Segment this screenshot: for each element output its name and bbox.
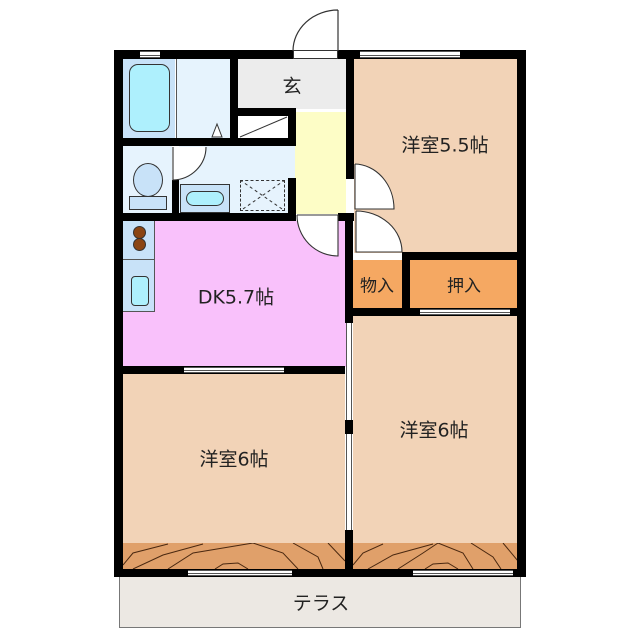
stove-divider xyxy=(123,259,155,260)
washroom xyxy=(176,59,231,139)
wall-closet-top xyxy=(402,252,518,260)
washing-machine-x xyxy=(240,180,285,211)
wall-genkan-bottom xyxy=(238,108,296,116)
storage-door-swing-icon xyxy=(355,210,403,253)
wood-floor-right xyxy=(353,543,518,569)
wall-toilet-right xyxy=(172,180,179,214)
entrance-door-opening[interactable] xyxy=(293,50,338,59)
closet xyxy=(410,260,518,308)
washing-machine-space xyxy=(240,180,285,211)
hallway xyxy=(295,112,346,214)
window-room1 xyxy=(360,51,460,58)
dk-label: DK5.7帖 xyxy=(197,286,275,309)
bathtub xyxy=(129,64,170,132)
sliding-door-center xyxy=(346,323,352,420)
western-room-2 xyxy=(123,374,345,569)
outer-wall-right xyxy=(517,50,526,577)
wash-basin xyxy=(186,191,224,206)
closet-label: 押入 xyxy=(447,276,481,297)
wall-closet-divider xyxy=(402,252,410,316)
storage-small-label: 物入 xyxy=(360,276,394,297)
shoe-cabinet-diagonal xyxy=(239,116,288,138)
room1-door-swing-icon xyxy=(354,163,395,210)
window-room3-bottom xyxy=(413,570,513,576)
window-room2-bottom xyxy=(188,570,292,576)
kitchen-sink xyxy=(131,276,149,306)
washroom-door-swing-icon xyxy=(172,146,207,181)
storage-small xyxy=(352,260,402,308)
bath-door-marker-icon xyxy=(211,122,223,138)
wall-lav-right xyxy=(288,178,296,214)
wall-center-vertical xyxy=(345,213,353,323)
stove-burner-icon xyxy=(133,238,146,251)
dk-room xyxy=(123,221,346,367)
window-bath xyxy=(140,51,160,58)
dk-door-swing-icon xyxy=(296,214,339,257)
western-room-1-label: 洋室5.5帖 xyxy=(401,134,489,157)
entrance-door-swing-icon xyxy=(292,9,339,52)
western-room-3-label: 洋室6帖 xyxy=(399,419,469,442)
wood-floor-left xyxy=(123,543,345,569)
toilet-bowl xyxy=(133,163,163,197)
wall-center-vertical-mid xyxy=(345,420,353,434)
western-room-2-label: 洋室6帖 xyxy=(199,448,269,471)
window-dk-bottom xyxy=(184,367,284,373)
wall-bath-genkan xyxy=(230,59,238,139)
genkan-label: 玄 xyxy=(282,75,302,98)
wall-genkan-right xyxy=(346,59,354,179)
outer-wall-left xyxy=(114,50,123,577)
outer-wall-bottom xyxy=(114,569,526,577)
wall-bath-bottom xyxy=(123,138,296,146)
wall-dk-top xyxy=(123,213,296,221)
genkan xyxy=(238,59,346,109)
sliding-door-center-2 xyxy=(346,434,352,530)
window-closet-bottom xyxy=(420,309,510,315)
wall-center-vertical-low xyxy=(345,530,353,570)
terrace-label: テラス xyxy=(292,592,350,615)
wall-shoe-right xyxy=(288,108,296,146)
toilet-tank xyxy=(129,196,167,210)
terrace xyxy=(119,576,521,628)
western-room-3 xyxy=(353,316,518,569)
